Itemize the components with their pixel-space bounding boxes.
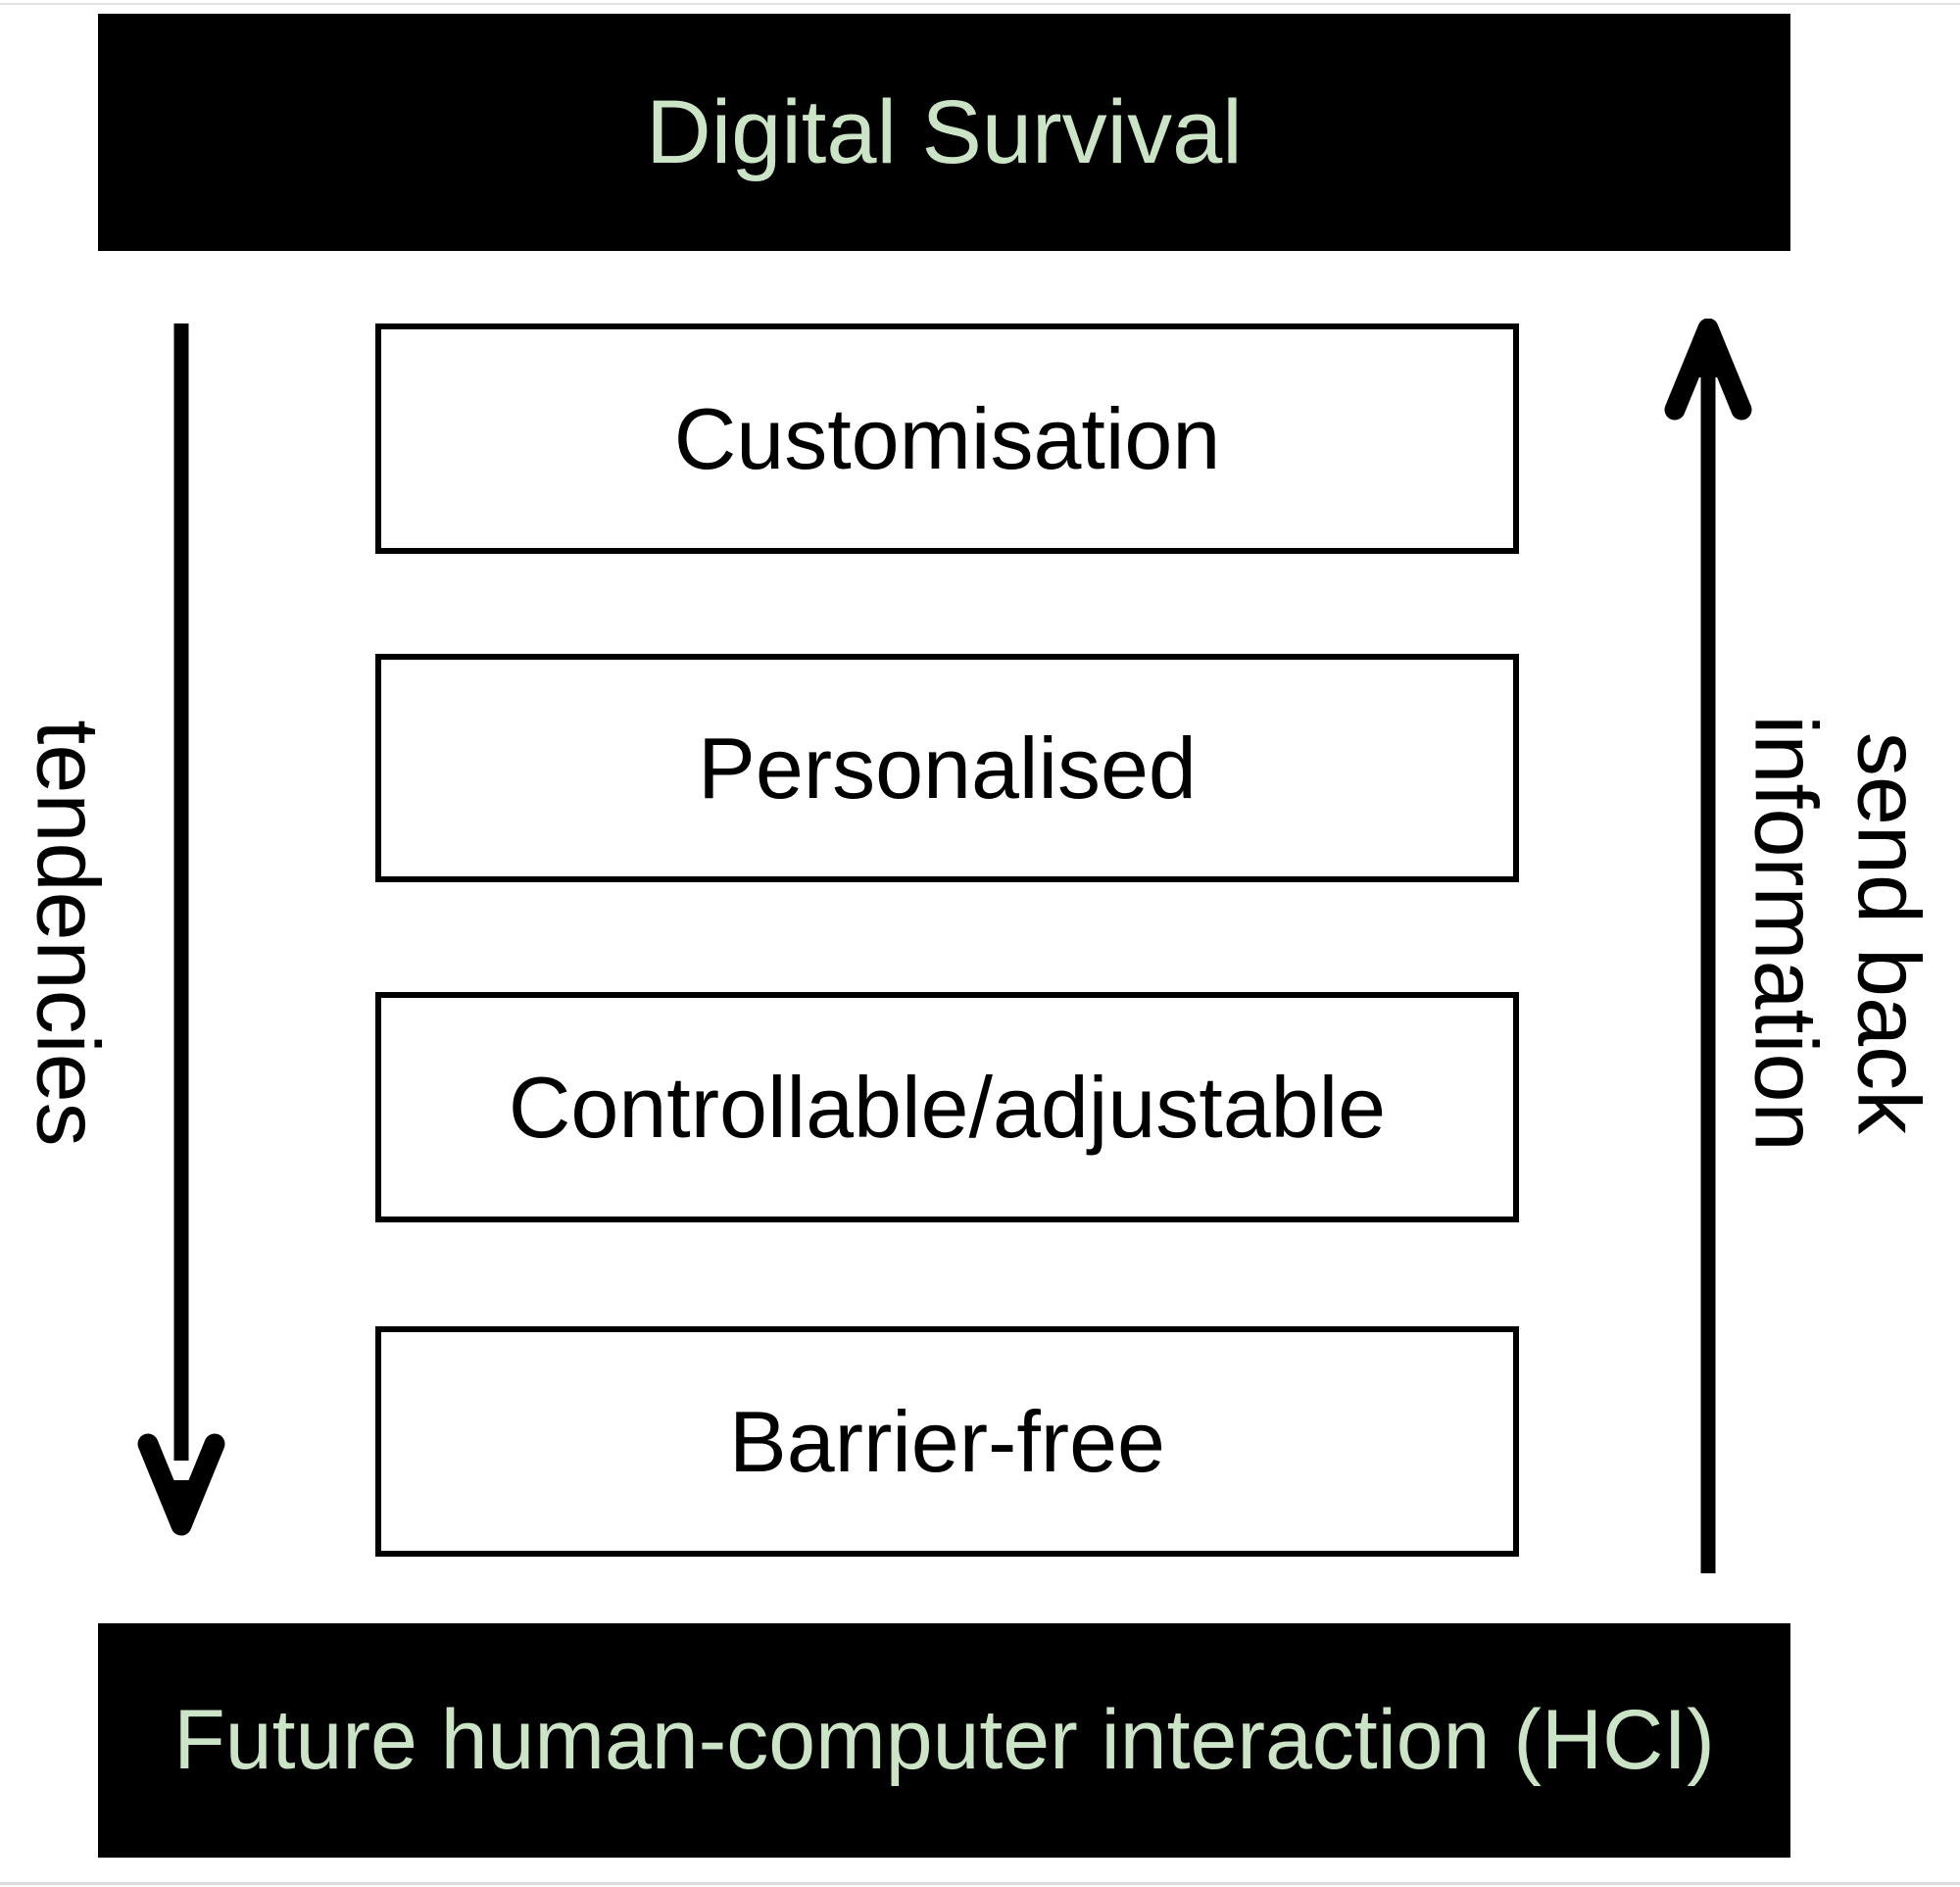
frame-hairline-top xyxy=(0,3,1960,5)
bottom-banner-label: Future human-computer interaction (HCI) xyxy=(173,1693,1715,1787)
top-banner: Digital Survival xyxy=(98,14,1790,251)
top-banner-label: Digital Survival xyxy=(646,81,1243,182)
flow-box-customisation: Customisation xyxy=(375,323,1519,554)
arrow-down-icon xyxy=(137,323,225,1536)
left-flow-label: tendencies xyxy=(18,720,117,1147)
flow-box-barrier-free: Barrier-free xyxy=(375,1326,1519,1557)
right-flow-label-line2: information xyxy=(1736,715,1834,1152)
flow-box-controllable-adjustable: Controllable/adjustable xyxy=(375,992,1519,1222)
flow-box-personalised: Personalised xyxy=(375,654,1519,882)
bottom-banner: Future human-computer interaction (HCI) xyxy=(98,1623,1790,1858)
flow-box-personalised-label: Personalised xyxy=(698,719,1197,817)
frame-hairline-bottom xyxy=(0,1882,1960,1885)
right-flow-label: send back information xyxy=(1733,715,1939,1151)
arrow-up-icon xyxy=(1664,319,1752,1573)
flow-box-customisation-label: Customisation xyxy=(673,389,1221,487)
right-flow-label-line1: send back xyxy=(1838,731,1937,1135)
flow-box-controllable-adjustable-label: Controllable/adjustable xyxy=(508,1058,1387,1156)
flow-box-barrier-free-label: Barrier-free xyxy=(729,1392,1165,1490)
